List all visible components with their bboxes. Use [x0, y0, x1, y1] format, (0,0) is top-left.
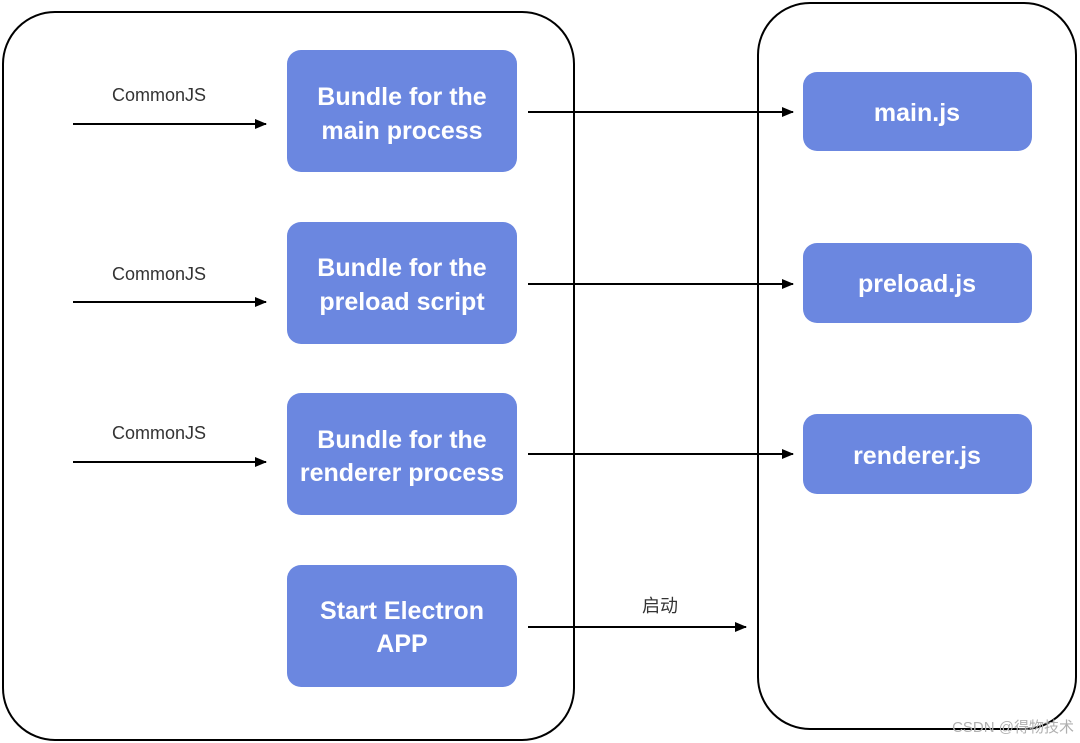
output-container	[757, 2, 1077, 730]
input-label-main: CommonJS	[112, 85, 206, 105]
bundle-renderer-box: Bundle for the renderer process	[287, 393, 517, 515]
bundle-main-line1: Bundle for the	[317, 83, 487, 111]
bundle-preload-line1: Bundle for the	[317, 254, 487, 282]
input-label-renderer: CommonJS	[112, 423, 206, 443]
bundle-preload-line2: preload script	[319, 288, 485, 316]
output-renderer-box: renderer.js	[803, 414, 1032, 494]
output-preload-label: preload.js	[858, 270, 976, 298]
start-electron-box: Start Electron APP	[287, 565, 517, 687]
watermark: CSDN @得物技术	[952, 719, 1074, 736]
output-preload-box: preload.js	[803, 243, 1032, 323]
start-electron-line1: Start Electron	[320, 597, 484, 625]
output-renderer-label: renderer.js	[853, 442, 981, 470]
input-label-preload: CommonJS	[112, 264, 206, 284]
start-label: 启动	[642, 596, 678, 616]
bundle-main-box: Bundle for the main process	[287, 50, 517, 172]
bundle-renderer-line2: renderer process	[300, 459, 504, 487]
start-electron-line2: APP	[376, 630, 427, 658]
output-main-label: main.js	[874, 99, 960, 127]
bundle-preload-box: Bundle for the preload script	[287, 222, 517, 344]
output-main-box: main.js	[803, 72, 1032, 151]
build-container	[2, 11, 575, 741]
bundle-renderer-line1: Bundle for the	[317, 426, 487, 454]
bundle-main-line2: main process	[321, 117, 482, 145]
